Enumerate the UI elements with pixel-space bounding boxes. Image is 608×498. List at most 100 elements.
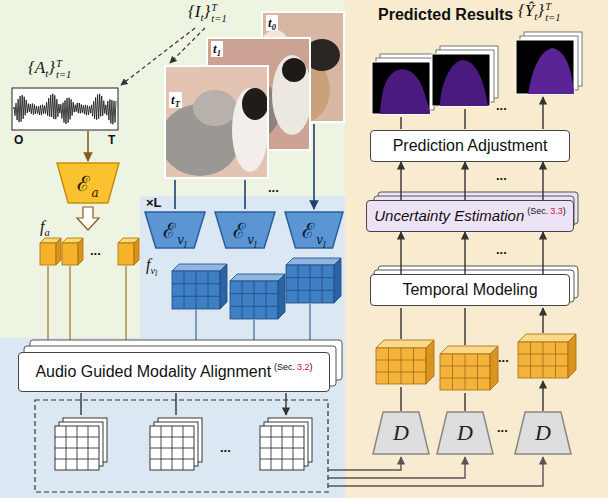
subscript: 0 bbox=[272, 22, 276, 32]
text-line: ℰvl bbox=[233, 216, 257, 244]
art-g bbox=[166, 88, 267, 176]
process-box: Uncertainty Estimation(Sec.3.3) bbox=[366, 200, 574, 232]
label-group: O bbox=[14, 133, 23, 147]
node-sublabel: 3.2 bbox=[297, 362, 310, 372]
node-content: ℰvl bbox=[285, 212, 343, 248]
art-use bbox=[376, 340, 434, 384]
trapezoid-shape bbox=[373, 412, 429, 454]
subscript: T bbox=[175, 99, 180, 109]
label-group: ... bbox=[220, 440, 231, 455]
subscript: a bbox=[44, 227, 49, 238]
node-label: ℰ bbox=[163, 219, 176, 243]
label-group: t0 bbox=[266, 15, 278, 31]
connector-arrow bbox=[400, 162, 401, 200]
node-label: Prediction Adjustment bbox=[393, 137, 548, 154]
trapezoid-shape bbox=[145, 212, 205, 248]
label-group: ... bbox=[90, 243, 101, 258]
art-use bbox=[118, 238, 139, 265]
decoder: D bbox=[373, 412, 429, 454]
subscript: l bbox=[155, 269, 157, 278]
connector-arrow bbox=[542, 232, 543, 274]
art-path bbox=[48, 266, 126, 352]
label-text: f bbox=[40, 218, 44, 235]
node-label: ℰ bbox=[77, 172, 90, 196]
label-group: ... bbox=[496, 168, 507, 183]
label-text: ... bbox=[497, 420, 508, 435]
art-path bbox=[380, 69, 430, 114]
art-ellipse bbox=[242, 88, 267, 120]
label-text: {I bbox=[188, 2, 200, 21]
node-sublabel: a bbox=[91, 186, 98, 200]
label-group: ×L bbox=[146, 195, 162, 210]
visual-encoder: ℰvl bbox=[145, 212, 205, 248]
audio-encoder: ℰa bbox=[57, 163, 119, 203]
label-group: tT bbox=[169, 92, 182, 108]
art-use bbox=[518, 334, 576, 378]
label-text: Predicted Results bbox=[378, 6, 513, 23]
label-group: ... bbox=[498, 350, 509, 365]
art-path bbox=[440, 60, 488, 106]
label-text: ... bbox=[496, 98, 507, 113]
label-group: T bbox=[108, 133, 115, 147]
text-line: ℰvl bbox=[302, 216, 326, 244]
connector-arrow bbox=[400, 232, 401, 274]
art-path bbox=[14, 94, 116, 125]
art-ellipse bbox=[282, 58, 306, 82]
node-content: ℰa bbox=[57, 163, 119, 203]
label-group: fa bbox=[40, 218, 50, 236]
node-content: ℰvl bbox=[215, 212, 275, 248]
process-box: Prediction Adjustment bbox=[370, 130, 570, 162]
label-text: t bbox=[171, 92, 175, 107]
art-ellipse bbox=[272, 55, 309, 135]
node-sublabel: ) bbox=[310, 362, 313, 372]
node-content: D bbox=[437, 412, 493, 454]
label-text: ... bbox=[268, 180, 279, 195]
node-content: ℰvl bbox=[145, 212, 205, 248]
art-rect bbox=[12, 88, 118, 130]
subscript: t=1 bbox=[56, 69, 71, 80]
superscript: T bbox=[211, 2, 226, 13]
art-rect bbox=[432, 54, 490, 106]
node-sublabel: v bbox=[177, 233, 184, 247]
subscript: 1 bbox=[217, 48, 221, 58]
art-use bbox=[40, 238, 61, 265]
connector-arrow bbox=[542, 162, 543, 200]
art-path bbox=[175, 124, 314, 209]
art-g bbox=[160, 66, 268, 178]
text-line: D bbox=[457, 420, 473, 446]
node-content: Uncertainty Estimation(Sec.3.3) bbox=[367, 201, 573, 231]
node-sublabel: l bbox=[184, 240, 187, 250]
art-path bbox=[528, 48, 574, 94]
art-polygon bbox=[77, 207, 99, 230]
label-text: ... bbox=[496, 168, 507, 183]
art-path bbox=[328, 457, 465, 478]
node-content: D bbox=[515, 412, 571, 454]
superscript: T bbox=[56, 58, 71, 69]
art-path bbox=[401, 308, 543, 345]
art-line bbox=[170, 28, 205, 63]
superscript: T bbox=[545, 1, 560, 12]
sup-sub-stack: Tt=1 bbox=[56, 58, 71, 80]
label-text: {Ŷ bbox=[518, 1, 534, 20]
label-text: ×L bbox=[146, 195, 162, 210]
subscript: t bbox=[200, 11, 203, 23]
text-line: Uncertainty Estimation(Sec.3.3) bbox=[374, 207, 566, 225]
node-label: Temporal Modeling bbox=[402, 281, 537, 298]
art-use bbox=[172, 264, 227, 309]
node-content: Temporal Modeling bbox=[371, 275, 569, 305]
node-label: D bbox=[393, 420, 409, 445]
node-label: Uncertainty Estimation bbox=[374, 207, 524, 224]
node-label: D bbox=[457, 420, 473, 445]
trapezoid-shape bbox=[285, 212, 343, 248]
visual-encoder: ℰvl bbox=[215, 212, 275, 248]
text-line: Prediction Adjustment bbox=[393, 137, 548, 155]
sup-sub-stack: Tt=1 bbox=[211, 2, 226, 24]
art-rect bbox=[372, 62, 430, 114]
node-label: ℰ bbox=[302, 219, 315, 243]
art-line bbox=[87, 131, 89, 161]
art-polygon bbox=[0, 196, 345, 498]
trapezoid-shape bbox=[437, 412, 493, 454]
label-text: ... bbox=[496, 242, 507, 257]
label-text: ... bbox=[498, 350, 509, 365]
node-sublabel: v bbox=[247, 233, 254, 247]
